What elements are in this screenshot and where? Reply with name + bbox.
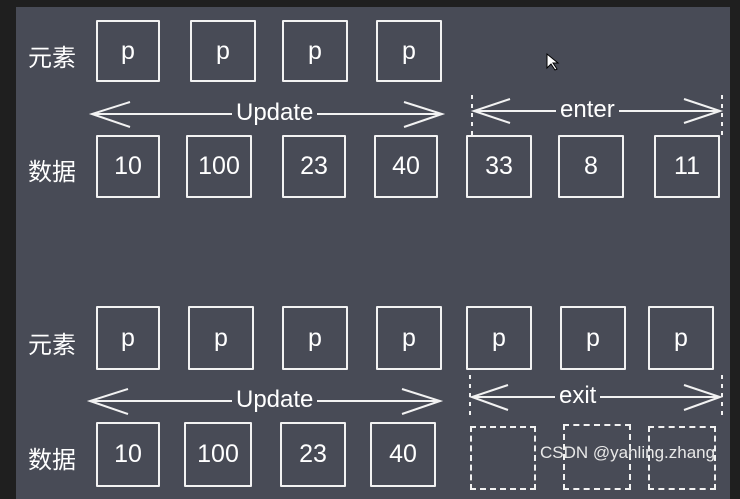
- top-data-box: 100: [186, 135, 252, 198]
- bottom-update-label: Update: [232, 386, 318, 414]
- bottom-data-box: 40: [370, 422, 436, 487]
- top-data-box: 33: [466, 135, 532, 198]
- top-data-box: 10: [96, 135, 160, 198]
- top-elements-label: 元素: [28, 44, 76, 72]
- top-element-box: p: [376, 20, 442, 82]
- exit-empty-box: [563, 424, 631, 490]
- bottom-element-box: p: [282, 306, 348, 370]
- top-data-box: 11: [654, 135, 720, 198]
- bottom-element-box: p: [648, 306, 714, 370]
- bottom-element-box: p: [560, 306, 626, 370]
- bottom-data-box: 10: [96, 422, 160, 487]
- top-element-box: p: [190, 20, 256, 82]
- bottom-elements-label: 元素: [28, 331, 76, 359]
- exit-empty-box: [470, 426, 536, 490]
- mouse-cursor-icon: [546, 52, 560, 71]
- top-data-label: 数据: [28, 158, 76, 186]
- top-enter-label: enter: [556, 96, 619, 124]
- diagram-canvas: [16, 7, 730, 499]
- top-data-box: 23: [282, 135, 346, 198]
- bottom-element-box: p: [376, 306, 442, 370]
- bottom-exit-label: exit: [555, 382, 601, 410]
- bottom-element-box: p: [188, 306, 254, 370]
- watermark: CSDN @yahling.zhang: [540, 443, 716, 462]
- top-data-box: 8: [558, 135, 624, 198]
- top-update-label: Update: [232, 99, 318, 127]
- bottom-element-box: p: [466, 306, 532, 370]
- top-element-box: p: [96, 20, 160, 82]
- top-data-box: 40: [374, 135, 438, 198]
- bottom-data-box: 23: [280, 422, 346, 487]
- exit-empty-box: [648, 426, 716, 490]
- bottom-element-box: p: [96, 306, 160, 370]
- bottom-data-box: 100: [184, 422, 252, 487]
- top-element-box: p: [282, 20, 348, 82]
- bottom-data-label: 数据: [28, 446, 76, 474]
